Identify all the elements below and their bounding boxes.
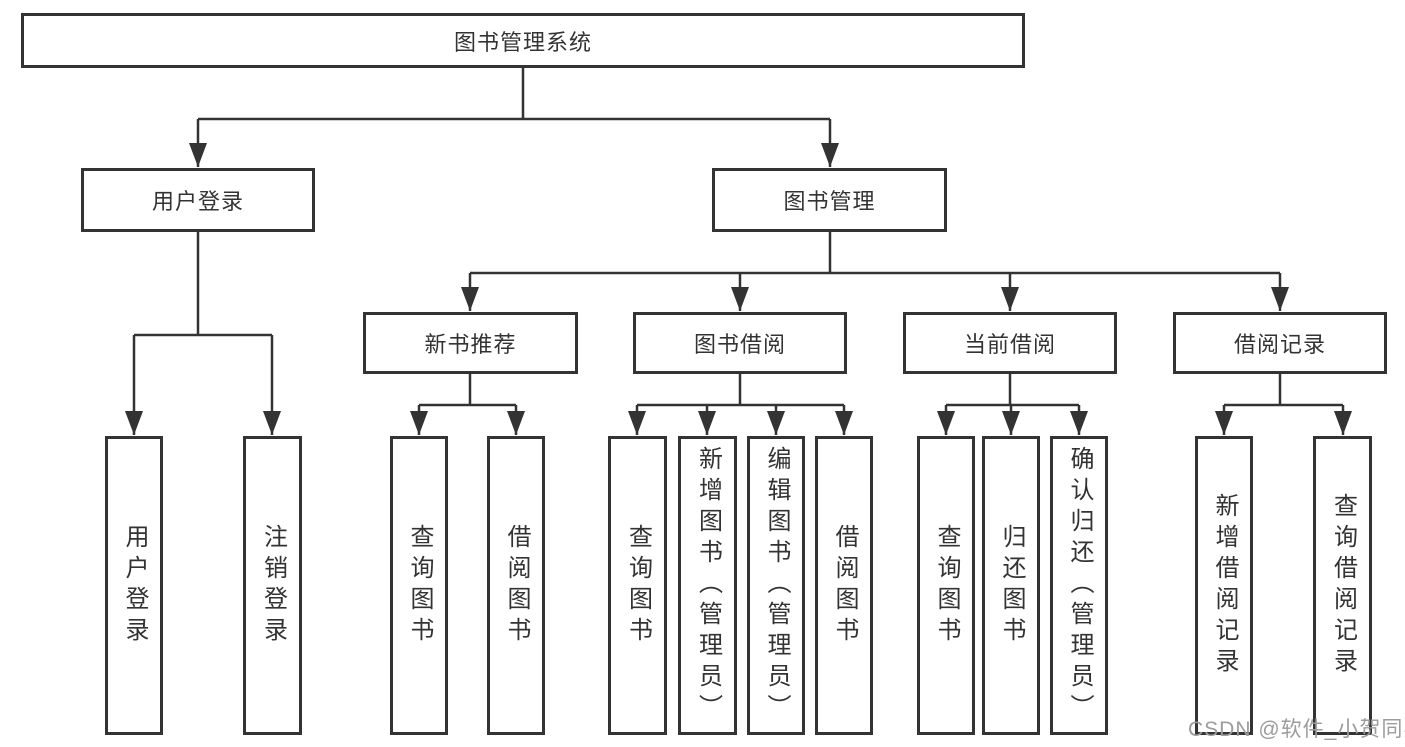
leaf-query-books-borrow-label: 查询图书 (624, 523, 652, 648)
leaf-borrow-books: 借阅图书 (815, 436, 873, 735)
csdn-watermark: CSDN @软件_小贺同学 (1188, 718, 1405, 741)
leaf-borrow-books-recommend: 借阅图书 (487, 436, 545, 735)
leaf-borrow-books-recommend-label: 借阅图书 (503, 523, 530, 648)
node-book-management-label: 图书管理 (783, 189, 876, 214)
node-borrow-records: 借阅记录 (1173, 312, 1387, 374)
node-book-management: 图书管理 (712, 168, 947, 232)
leaf-add-book-admin-label: 新增图书（管理员） (694, 446, 722, 725)
node-current-borrow-label: 当前借阅 (963, 332, 1056, 357)
leaf-user-login: 用户登录 (105, 436, 163, 735)
node-new-book-recommend: 新书推荐 (363, 312, 578, 374)
leaf-confirm-return-admin: 确认归还（管理员） (1050, 436, 1108, 735)
leaf-add-borrow-record: 新增借阅记录 (1195, 436, 1253, 735)
leaf-add-borrow-record-label: 新增借阅记录 (1211, 492, 1238, 679)
leaf-query-books-recommend-label: 查询图书 (406, 523, 433, 648)
node-new-book-recommend-label: 新书推荐 (424, 332, 517, 357)
leaf-logout: 注销登录 (243, 436, 302, 735)
leaf-user-login-label: 用户登录 (121, 523, 148, 648)
node-root-label: 图书管理系统 (453, 29, 592, 55)
leaf-query-borrow-record: 查询借阅记录 (1313, 436, 1372, 735)
node-user-login-label: 用户登录 (151, 189, 244, 214)
leaf-add-book-admin: 新增图书（管理员） (678, 436, 737, 735)
leaf-borrow-books-label: 借阅图书 (831, 523, 858, 648)
leaf-query-books-recommend: 查询图书 (390, 436, 448, 735)
node-root: 图书管理系统 (21, 13, 1025, 68)
leaf-edit-book-admin: 编辑图书（管理员） (747, 436, 805, 735)
leaf-edit-book-admin-label: 编辑图书（管理员） (763, 446, 790, 725)
leaf-return-book: 归还图书 (982, 436, 1040, 735)
leaf-query-books-borrow: 查询图书 (608, 436, 667, 735)
node-user-login: 用户登录 (81, 168, 315, 232)
leaf-query-books-current: 查询图书 (917, 436, 975, 735)
node-borrow-records-label: 借阅记录 (1233, 332, 1326, 357)
leaf-logout-label: 注销登录 (259, 523, 287, 648)
node-book-borrow-label: 图书借阅 (693, 332, 786, 357)
leaf-query-books-current-label: 查询图书 (933, 523, 960, 648)
leaf-query-borrow-record-label: 查询借阅记录 (1329, 492, 1357, 679)
node-current-borrow: 当前借阅 (903, 312, 1117, 374)
leaf-confirm-return-admin-label: 确认归还（管理员） (1066, 446, 1093, 725)
node-book-borrow: 图书借阅 (633, 312, 847, 374)
leaf-return-book-label: 归还图书 (998, 523, 1025, 648)
